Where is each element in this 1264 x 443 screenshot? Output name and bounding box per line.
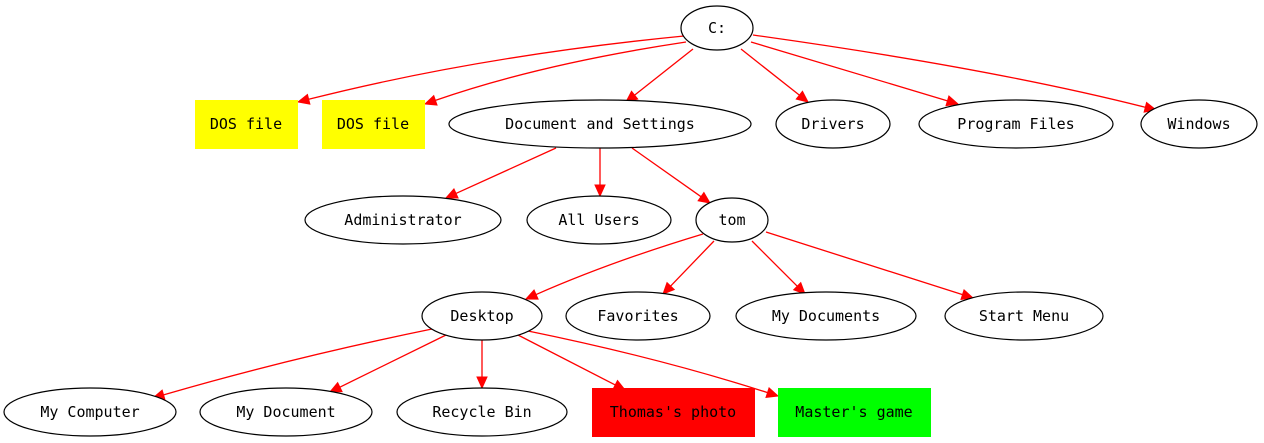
edge-c-drive-to-drivers xyxy=(740,48,800,96)
arrowhead-my-document xyxy=(328,381,343,393)
node-tom-label: tom xyxy=(718,211,745,229)
node-c-drive-label: C: xyxy=(708,19,726,37)
arrowhead-program-files xyxy=(945,95,960,107)
arrowhead-start-menu xyxy=(960,289,975,301)
node-drivers-label: Drivers xyxy=(801,115,864,133)
edge-desktop-to-thomas-photo xyxy=(517,334,616,386)
node-dos-file-2-label: DOS file xyxy=(337,115,409,133)
node-document-and-settings: Document and Settings xyxy=(448,99,752,149)
node-drivers: Drivers xyxy=(775,99,891,149)
node-recycle-bin-label: Recycle Bin xyxy=(432,403,531,421)
edge-desktop-to-masters-game xyxy=(527,330,768,394)
node-start-menu: Start Menu xyxy=(944,291,1104,341)
arrowhead-all-users xyxy=(594,184,606,198)
arrowhead-favorites xyxy=(662,281,676,295)
arrowhead-masters-game xyxy=(765,386,780,398)
arrowhead-desktop xyxy=(524,289,539,300)
node-tom: tom xyxy=(695,197,769,243)
edge-desktop-to-my-document xyxy=(339,334,447,388)
edge-tom-to-start-menu xyxy=(765,231,963,296)
edge-c-drive-to-windows xyxy=(752,34,1146,108)
node-dos-file-2: DOS file xyxy=(322,100,425,149)
edge-doc-settings-to-administrator xyxy=(455,147,557,195)
arrowhead-recycle-bin xyxy=(476,376,488,390)
node-administrator: Administrator xyxy=(304,195,502,245)
node-thomas-photo: Thomas's photo xyxy=(592,388,755,437)
node-favorites-label: Favorites xyxy=(597,307,678,325)
arrowhead-tom xyxy=(697,191,711,204)
node-my-computer-label: My Computer xyxy=(40,403,139,421)
node-program-files: Program Files xyxy=(918,99,1114,149)
edge-c-drive-to-dos-file-1 xyxy=(308,35,685,100)
node-thomas-photo-label: Thomas's photo xyxy=(610,403,736,421)
node-my-documents-label: My Documents xyxy=(772,307,880,325)
edge-tom-to-favorites xyxy=(670,240,715,287)
node-windows-label: Windows xyxy=(1167,115,1230,133)
node-favorites: Favorites xyxy=(565,291,711,341)
node-dos-file-1-label: DOS file xyxy=(210,115,282,133)
edge-c-drive-to-program-files xyxy=(750,41,948,102)
edge-tom-to-desktop xyxy=(535,233,704,296)
node-dos-file-1: DOS file xyxy=(195,100,298,149)
node-program-files-label: Program Files xyxy=(957,115,1074,133)
node-administrator-label: Administrator xyxy=(344,211,461,229)
edge-desktop-to-my-computer xyxy=(163,328,433,396)
node-masters-game-label: Master's game xyxy=(795,403,912,421)
edge-c-drive-to-doc-settings xyxy=(634,48,694,96)
edges-layer xyxy=(151,34,1158,401)
arrowhead-dos-file-1 xyxy=(296,93,311,105)
node-my-document: My Document xyxy=(199,387,373,437)
edge-doc-settings-to-tom xyxy=(631,147,702,198)
arrowhead-administrator xyxy=(444,187,459,199)
node-my-document-label: My Document xyxy=(236,403,335,421)
arrowhead-my-documents xyxy=(792,281,806,295)
node-desktop: Desktop xyxy=(421,291,543,341)
masters-game-box xyxy=(778,388,931,437)
node-c-drive: C: xyxy=(680,5,754,51)
arrowhead-drivers xyxy=(795,90,809,103)
node-my-documents: My Documents xyxy=(735,291,917,341)
node-document-and-settings-label: Document and Settings xyxy=(505,115,695,133)
edge-tom-to-my-documents xyxy=(751,240,798,287)
node-my-computer: My Computer xyxy=(3,387,177,437)
arrowhead-dos-file-2 xyxy=(423,94,438,106)
thomas-photo-box xyxy=(592,388,755,437)
node-masters-game: Master's game xyxy=(778,388,931,437)
node-recycle-bin: Recycle Bin xyxy=(396,387,568,437)
node-windows: Windows xyxy=(1140,99,1258,149)
node-start-menu-label: Start Menu xyxy=(979,307,1069,325)
edge-c-drive-to-dos-file-2 xyxy=(435,41,687,101)
node-desktop-label: Desktop xyxy=(450,307,513,325)
dos-file-1-box xyxy=(195,100,298,149)
node-all-users-label: All Users xyxy=(558,211,639,229)
dos-file-2-box xyxy=(322,100,425,149)
node-all-users: All Users xyxy=(526,195,672,245)
